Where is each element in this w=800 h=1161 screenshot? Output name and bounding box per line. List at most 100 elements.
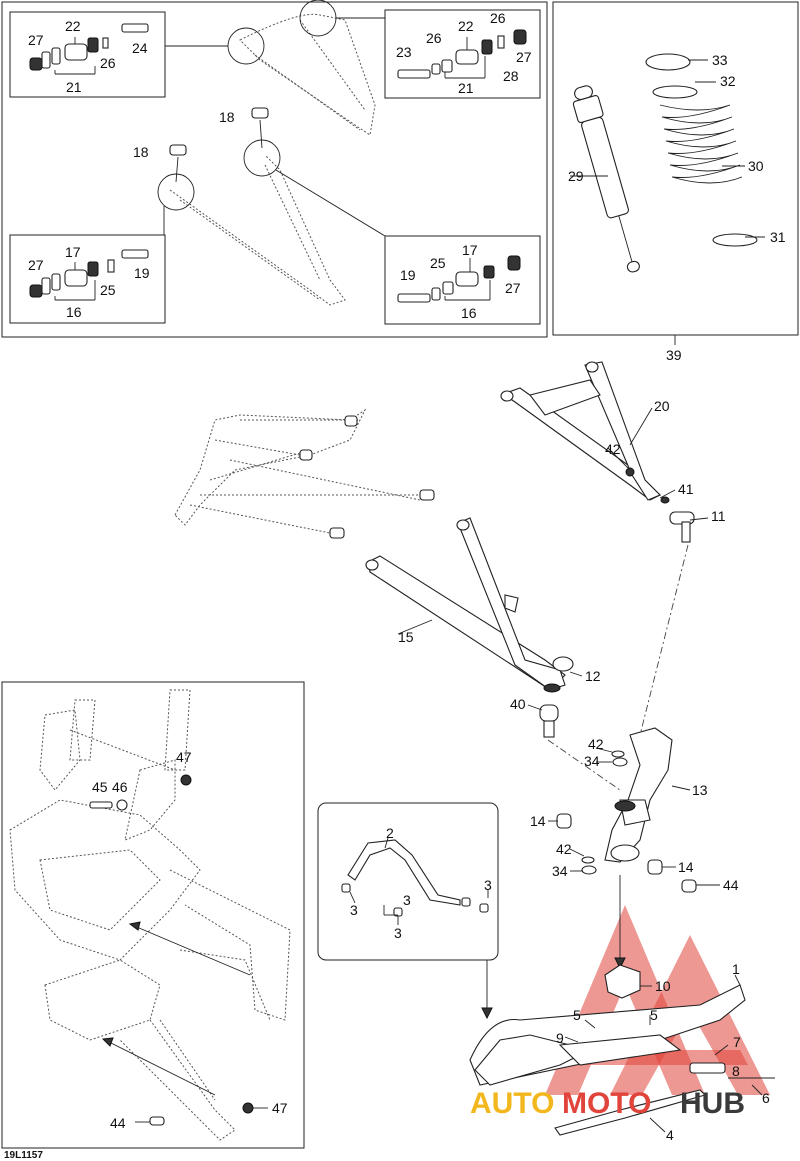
watermark-word-1: AUTO: [470, 1087, 554, 1120]
callout-25: 25: [100, 282, 116, 298]
spacer-14: [556, 813, 572, 829]
watermark-word-2: MOTO: [562, 1087, 651, 1120]
callout-20: 20: [654, 398, 670, 414]
callout-21: 21: [66, 79, 82, 95]
callout-42: 42: [605, 441, 621, 457]
callout-42: 42: [588, 736, 604, 752]
ball-joint: [660, 496, 695, 543]
bushing-stack: [29, 23, 527, 303]
callout-3: 3: [403, 892, 411, 908]
callout-42: 42: [556, 841, 572, 857]
callout-18: 18: [133, 144, 149, 160]
callout-26: 26: [490, 10, 506, 26]
callout-27: 27: [28, 32, 44, 48]
callout-44: 44: [723, 877, 739, 893]
callout-47: 47: [176, 749, 192, 765]
lower-ball-joint: [539, 704, 559, 738]
retaining-ring: [552, 656, 574, 672]
upper-arm-panel: [1, 0, 548, 338]
callout-22: 22: [458, 18, 474, 34]
callout-46: 46: [112, 779, 128, 795]
spindle: [604, 727, 673, 863]
frame-bracket-panel: [1, 681, 305, 1149]
callout-10: 10: [655, 978, 671, 994]
inset-box-16-left: [9, 234, 166, 324]
bolt-45: [89, 801, 113, 809]
nut-47: [180, 774, 192, 786]
callout-34: 34: [552, 863, 568, 879]
callout-13: 13: [692, 782, 708, 798]
callout-17: 17: [65, 244, 81, 260]
callout-19: 19: [134, 265, 150, 281]
callout-8: 8: [732, 1063, 740, 1079]
callout-14: 14: [678, 859, 694, 875]
ski-handle-panel: [317, 802, 626, 1020]
figure-code: 19L1157: [4, 1150, 43, 1161]
coil-spring: [645, 53, 758, 247]
nut-washer: [556, 750, 697, 893]
watermark-text: AUTO MOTO HUB: [470, 1087, 745, 1120]
callout-7: 7: [733, 1034, 741, 1050]
inset-box-21-right: [384, 9, 541, 99]
callout-47: 47: [272, 1100, 288, 1116]
callout-17: 17: [462, 242, 478, 258]
callout-22: 22: [65, 18, 81, 34]
callout-26: 26: [100, 55, 116, 71]
callout-labels: 27 22 24 26 21 22 26 26 23 27 28 21 18 1…: [28, 10, 786, 1143]
callout-2: 2: [386, 825, 394, 841]
callout-25: 25: [430, 255, 446, 271]
callout-28: 28: [503, 68, 519, 84]
ski-handle: [347, 839, 461, 906]
callout-4: 4: [666, 1127, 674, 1143]
nut-47: [242, 1102, 254, 1114]
callout-27: 27: [505, 280, 521, 296]
shock-absorber: [572, 85, 640, 273]
callout-24: 24: [132, 40, 148, 56]
inset-box-16-right: [384, 235, 541, 325]
callout-19: 19: [400, 267, 416, 283]
inset-box-21-left: [9, 11, 166, 98]
callout-16: 16: [66, 304, 82, 320]
callout-32: 32: [720, 73, 736, 89]
zoom-circle: [243, 139, 281, 177]
callout-18: 18: [219, 109, 235, 125]
callout-27: 27: [516, 49, 532, 65]
callout-31: 31: [770, 229, 786, 245]
ski-runner: [554, 1089, 707, 1136]
callout-39: 39: [666, 347, 682, 363]
lower-a-arm: [365, 517, 574, 693]
callout-5: 5: [650, 1007, 658, 1023]
ski-pad: [604, 964, 641, 999]
callout-34: 34: [584, 753, 600, 769]
ski: [469, 964, 775, 1136]
callout-29: 29: [568, 168, 584, 184]
washer-18: [169, 107, 269, 183]
callout-21: 21: [458, 80, 474, 96]
callout-23: 23: [396, 44, 412, 60]
callout-40: 40: [510, 696, 526, 712]
upper-a-arm: [500, 361, 661, 501]
watermark-word-3: HUB: [680, 1087, 745, 1120]
zoom-circle: [157, 173, 195, 211]
callout-6: 6: [762, 1090, 770, 1106]
callout-3: 3: [350, 902, 358, 918]
bushing-44: [149, 1116, 165, 1126]
callout-44: 44: [110, 1115, 126, 1131]
callout-14: 14: [530, 813, 546, 829]
callout-15: 15: [398, 629, 414, 645]
callout-27: 27: [28, 257, 44, 273]
spacer-14: [647, 859, 663, 875]
ski-bolt: [689, 1062, 726, 1074]
callout-3: 3: [484, 877, 492, 893]
front-suspension-assembly: [174, 361, 720, 893]
callout-16: 16: [461, 305, 477, 321]
washer-46: [116, 799, 128, 811]
callout-30: 30: [748, 158, 764, 174]
bushing-44: [681, 879, 697, 893]
callout-45: 45: [92, 779, 108, 795]
callout-5: 5: [573, 1007, 581, 1023]
callout-26: 26: [426, 30, 442, 46]
callout-41: 41: [678, 481, 694, 497]
callout-11: 11: [711, 508, 726, 524]
